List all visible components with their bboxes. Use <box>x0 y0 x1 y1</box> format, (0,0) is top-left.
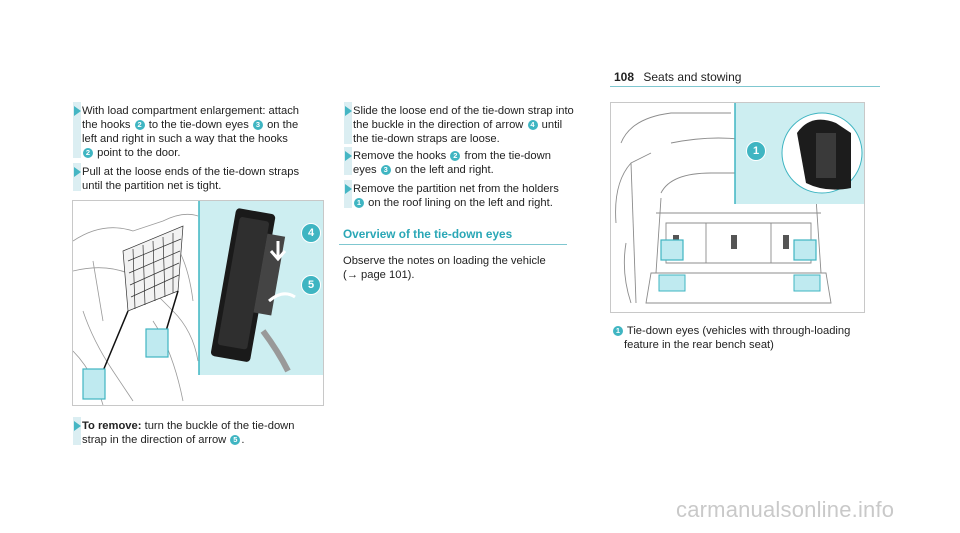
car-interior-illustration <box>73 201 323 405</box>
step-text: the hooks <box>82 119 131 131</box>
step-arrow-icon <box>74 106 81 116</box>
callout-number: 3 <box>380 165 391 175</box>
caption-text: Tie-down eyes (vehicles with through-loa… <box>626 325 851 337</box>
section-rule <box>339 244 567 245</box>
step-text: point to the door. <box>97 147 181 159</box>
step-label: To remove: <box>82 420 142 432</box>
step-text: on the left and right. <box>394 164 494 176</box>
section-title: Overview of the tie-down eyes <box>343 227 513 241</box>
step-highlight-bar <box>73 102 81 158</box>
figure-callout-4: 4 <box>301 223 321 243</box>
para-line: Observe the notes on loading the vehicle <box>343 255 546 267</box>
step-text: strap in the direction of arrow <box>82 434 227 446</box>
header-rule <box>610 86 880 87</box>
note-paragraph: Observe the notes on loading the vehicle… <box>343 254 546 282</box>
figure-callout-1: 1 <box>746 141 766 161</box>
step-text: With load compartment enlargement: attac… <box>82 105 300 117</box>
step-arrow-icon <box>345 184 352 194</box>
step-text: Slide the loose end of the tie-down stra… <box>353 105 574 117</box>
step-highlight-bar <box>344 102 352 144</box>
step-arrow-icon <box>345 106 352 116</box>
watermark: carmanualsonline.info <box>676 497 895 522</box>
callout-number: 1 <box>613 326 623 336</box>
instruction-step: Pull at the loose ends of the tie-down s… <box>73 163 342 193</box>
step-text: turn the buckle of the tie-down <box>144 420 295 432</box>
step-text: the buckle in the direction of arrow <box>353 119 524 131</box>
step-text: until the partition net is tight. <box>82 180 222 192</box>
instruction-step: Slide the loose end of the tie-down stra… <box>344 102 593 146</box>
instruction-step: Remove the hooks 2 from the tie-down eye… <box>344 147 593 177</box>
step-text: on the roof lining on the left and right… <box>368 197 553 209</box>
caption-text: feature in the rear bench seat) <box>624 339 774 351</box>
step-highlight-bar <box>344 147 352 175</box>
callout-number: 2 <box>450 151 461 161</box>
step-text: from the tie-down <box>464 150 551 162</box>
instruction-step: Remove the partition net from the holder… <box>344 180 593 210</box>
step-text: until <box>541 119 563 131</box>
step-arrow-icon <box>345 151 352 161</box>
page-header: 108 Seats and stowing <box>614 70 741 84</box>
instruction-step: To remove: turn the buckle of the tie-do… <box>73 417 342 447</box>
step-text: . <box>241 434 245 446</box>
instruction-step: With load compartment enlargement: attac… <box>73 102 342 160</box>
figure-callout-5: 5 <box>301 275 321 295</box>
step-highlight-bar <box>73 163 81 191</box>
rear-load-compartment-illustration <box>615 103 864 304</box>
step-highlight-bar <box>344 180 352 208</box>
para-line: (→ page 101). <box>343 269 415 281</box>
callout-number: 2 <box>83 148 93 158</box>
step-text: Remove the hooks <box>353 150 447 162</box>
step-text: the tie-down straps are loose. <box>353 133 500 145</box>
step-arrow-icon <box>74 167 81 177</box>
step-text: to the tie-down eyes <box>148 119 249 131</box>
step-text: eyes <box>353 164 377 176</box>
figure-tie-down-eyes: 1 <box>610 102 865 313</box>
figure-caption: 1 Tie-down eyes (vehicles with through-l… <box>612 324 872 352</box>
section-name: Seats and stowing <box>643 70 742 84</box>
step-highlight-bar <box>73 417 81 445</box>
step-text: Pull at the loose ends of the tie-down s… <box>82 166 300 178</box>
page-number: 108 <box>614 70 635 84</box>
step-arrow-icon <box>74 421 81 431</box>
figure-partition-net: 4 5 <box>72 200 324 406</box>
step-text: left and right in such a way that the ho… <box>82 133 288 145</box>
step-text: on the <box>267 119 299 131</box>
callout-number: 3 <box>252 120 263 130</box>
callout-number: 4 <box>527 120 538 130</box>
step-text: Remove the partition net from the holder… <box>353 183 559 195</box>
callout-number: 2 <box>134 120 145 130</box>
callout-number: 5 <box>230 435 241 445</box>
callout-number: 1 <box>354 198 364 208</box>
